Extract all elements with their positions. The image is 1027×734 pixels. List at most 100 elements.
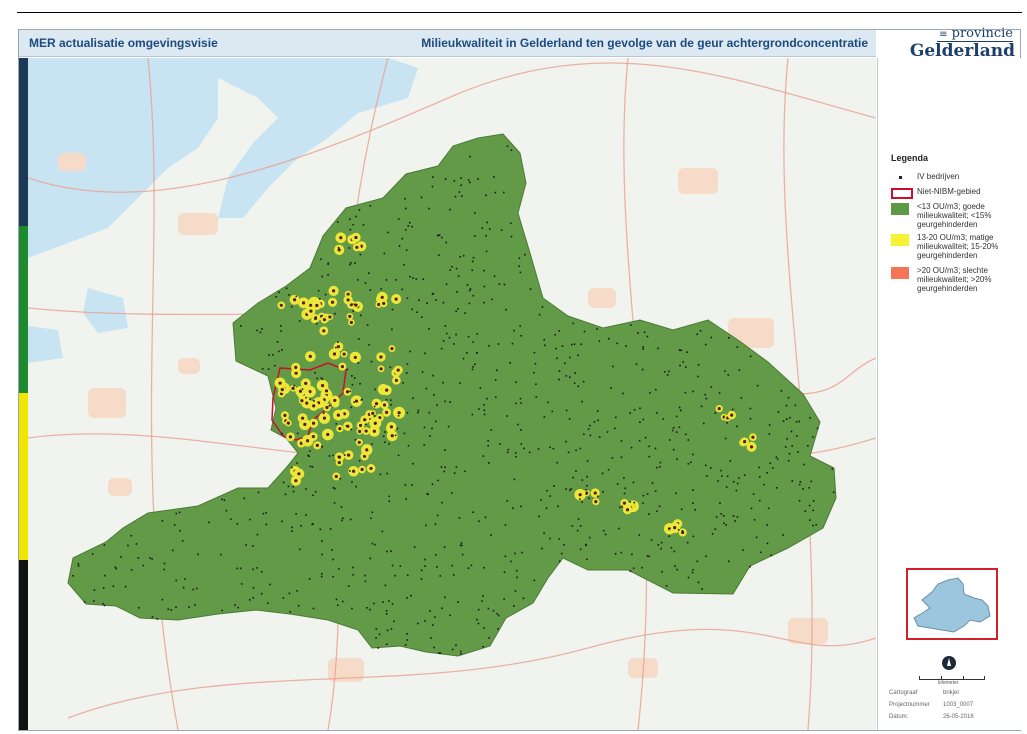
iv-bedrijf-point bbox=[714, 412, 717, 414]
iv-bedrijf-point bbox=[476, 618, 478, 621]
iv-bedrijf-point bbox=[551, 410, 554, 413]
iv-bedrijf-point bbox=[311, 466, 314, 468]
iv-bedrijf-point bbox=[364, 282, 367, 284]
odour-core bbox=[372, 429, 376, 433]
iv-bedrijf-point bbox=[579, 548, 582, 551]
iv-bedrijf-point bbox=[720, 512, 723, 515]
iv-bedrijf-point bbox=[729, 460, 732, 462]
iv-bedrijf-point bbox=[265, 511, 267, 514]
iv-bedrijf-point bbox=[380, 288, 383, 290]
iv-bedrijf-point bbox=[359, 253, 362, 256]
iv-bedrijf-point bbox=[444, 178, 447, 180]
iv-bedrijf-point bbox=[386, 550, 388, 553]
odour-core bbox=[622, 501, 627, 505]
iv-bedrijf-point bbox=[351, 375, 353, 377]
iv-bedrijven-points bbox=[72, 145, 835, 655]
iv-bedrijf-point bbox=[620, 440, 623, 442]
iv-bedrijf-point bbox=[390, 550, 392, 552]
iv-bedrijf-point bbox=[474, 212, 476, 214]
iv-bedrijf-point bbox=[534, 362, 537, 365]
iv-bedrijf-point bbox=[453, 180, 456, 182]
iv-bedrijf-point bbox=[727, 374, 730, 376]
map-canvas[interactable] bbox=[28, 58, 876, 730]
iv-bedrijf-point bbox=[385, 398, 388, 401]
iv-bedrijf-point bbox=[397, 454, 400, 457]
iv-bedrijf-point bbox=[461, 195, 463, 197]
iv-bedrijf-point bbox=[296, 589, 298, 592]
water-body bbox=[28, 326, 63, 363]
iv-bedrijf-point bbox=[791, 445, 793, 447]
iv-bedrijf-point bbox=[582, 380, 585, 383]
odour-core bbox=[377, 302, 381, 307]
iv-bedrijf-point bbox=[496, 613, 499, 615]
iv-bedrijf-point bbox=[514, 452, 517, 454]
iv-bedrijf-point bbox=[409, 350, 411, 353]
iv-bedrijf-point bbox=[604, 533, 607, 536]
iv-bedrijf-point bbox=[115, 567, 118, 570]
iv-bedrijf-point bbox=[483, 413, 486, 416]
iv-bedrijf-point bbox=[362, 224, 365, 226]
iv-bedrijf-point bbox=[278, 350, 280, 353]
iv-bedrijf-point bbox=[687, 463, 690, 465]
iv-bedrijf-point bbox=[646, 335, 649, 338]
iv-bedrijf-point bbox=[430, 637, 432, 639]
iv-bedrijf-point bbox=[435, 299, 437, 301]
iv-bedrijf-point bbox=[710, 336, 713, 339]
iv-bedrijf-point bbox=[353, 401, 355, 403]
iv-bedrijf-point bbox=[743, 474, 746, 477]
iv-bedrijf-point bbox=[431, 427, 433, 430]
iv-bedrijf-point bbox=[668, 439, 671, 441]
iv-bedrijf-point bbox=[767, 507, 770, 510]
odour-core bbox=[280, 388, 284, 392]
odour-core bbox=[382, 301, 386, 306]
odour-core bbox=[297, 472, 301, 476]
iv-bedrijf-point bbox=[472, 256, 475, 259]
map-svg[interactable] bbox=[28, 58, 876, 730]
iv-bedrijf-point bbox=[405, 372, 408, 374]
iv-bedrijf-point bbox=[416, 622, 419, 625]
iv-bedrijf-point bbox=[697, 363, 700, 366]
iv-bedrijf-point bbox=[278, 291, 280, 294]
legend-label: IV bedrijven bbox=[917, 172, 960, 181]
iv-bedrijf-point bbox=[371, 542, 374, 545]
iv-bedrijf-point bbox=[465, 352, 468, 354]
iv-bedrijf-point bbox=[812, 524, 814, 527]
iv-bedrijf-point bbox=[396, 427, 399, 430]
iv-bedrijf-point bbox=[807, 444, 809, 447]
iv-bedrijf-point bbox=[350, 261, 352, 264]
iv-bedrijf-point bbox=[571, 525, 574, 527]
iv-bedrijf-point bbox=[558, 560, 561, 563]
iv-bedrijf-point bbox=[257, 491, 260, 494]
iv-bedrijf-point bbox=[622, 392, 624, 395]
iv-bedrijf-point bbox=[749, 355, 752, 358]
scale-label: kilometer bbox=[938, 680, 959, 686]
iv-bedrijf-point bbox=[554, 333, 556, 336]
iv-bedrijf-point bbox=[736, 346, 739, 348]
top-rule bbox=[17, 12, 1022, 13]
iv-bedrijf-point bbox=[597, 419, 599, 422]
odour-core bbox=[324, 389, 329, 393]
iv-bedrijf-point bbox=[407, 444, 410, 447]
iv-bedrijf-point bbox=[479, 387, 482, 389]
urban-patch bbox=[58, 153, 86, 171]
odour-core bbox=[396, 368, 400, 372]
iv-bedrijf-point bbox=[832, 491, 835, 494]
odour-core bbox=[301, 301, 306, 305]
odour-core bbox=[374, 401, 379, 406]
iv-bedrijf-point bbox=[112, 585, 115, 588]
iv-bedrijf-point bbox=[337, 246, 340, 249]
iv-bedrijf-point bbox=[721, 475, 723, 477]
iv-bedrijf-point bbox=[230, 518, 232, 520]
province-gelderland[interactable] bbox=[67, 133, 837, 657]
iv-bedrijf-point bbox=[642, 502, 644, 504]
iv-bedrijf-point bbox=[295, 295, 298, 298]
iv-bedrijf-point bbox=[676, 568, 679, 571]
iv-bedrijf-point bbox=[734, 520, 736, 522]
iv-bedrijf-point bbox=[502, 191, 505, 194]
iv-bedrijf-point bbox=[364, 574, 366, 577]
iv-bedrijf-point bbox=[731, 408, 734, 411]
iv-bedrijf-point bbox=[407, 225, 410, 227]
iv-bedrijf-point bbox=[91, 553, 94, 555]
odour-core bbox=[673, 526, 677, 530]
iv-bedrijf-point bbox=[651, 482, 654, 484]
